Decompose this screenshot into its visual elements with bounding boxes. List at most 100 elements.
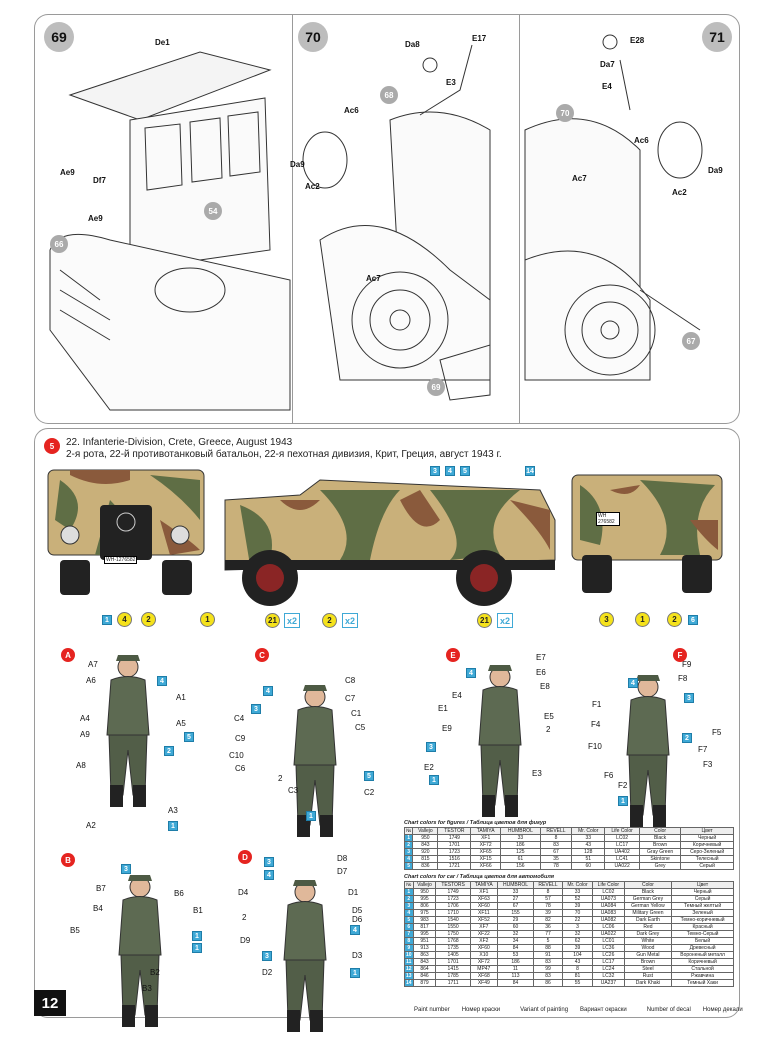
table-cell: UA022 (604, 862, 640, 870)
table-cell: 104 (561, 951, 594, 959)
paint-number: 4 (628, 678, 638, 688)
table-cell: LC24 (592, 965, 625, 973)
paint-number: 1 (618, 796, 628, 806)
table-cell: 817 (412, 923, 437, 931)
part-label: E1 (438, 704, 448, 713)
column-header: TAMIYA (469, 881, 498, 889)
table-cell: 60 (496, 923, 535, 931)
table-cell: 99 (533, 965, 563, 973)
part-label: F6 (604, 771, 614, 780)
table-cell: Red (623, 923, 673, 931)
decal-number: 2 (322, 613, 337, 628)
table-cell: 995 (412, 895, 437, 903)
decal-number: 1 (635, 612, 650, 627)
table-cell: Brown (623, 958, 673, 966)
paint-number: 3 (430, 466, 440, 476)
paint-number: 5 (460, 466, 470, 476)
part-label: 2 (546, 725, 551, 734)
table-cell: 39 (561, 902, 594, 910)
part-label: A9 (80, 730, 90, 739)
part-label: C6 (235, 764, 246, 773)
table-cell: 84 (496, 944, 535, 952)
table-cell: 10 (404, 951, 414, 959)
table-cell: 983 (412, 916, 437, 924)
table-cell: 1768 (435, 937, 471, 945)
table-cell: 5 (403, 862, 414, 870)
table-cell: 27 (496, 895, 535, 903)
table-cell: 78 (533, 902, 563, 910)
table-cell: 55 (561, 979, 594, 987)
table-cell: Вороненый металл (671, 951, 734, 959)
paint-number: 1 (192, 943, 202, 953)
table-cell: 67 (496, 902, 535, 910)
table-cell: 2 (404, 895, 414, 903)
column-header: HUMBROL (496, 881, 535, 889)
table-cell: 1710 (435, 909, 471, 917)
table-cell: 863 (412, 951, 437, 959)
decal-number: 21 (265, 613, 280, 628)
table-cell: LC02 (592, 888, 625, 896)
table-cell: 864 (412, 965, 437, 973)
part-number-circle: 67 (682, 332, 700, 350)
paint-number: 4 (350, 925, 360, 935)
paint-number: 1 (429, 775, 439, 785)
painting-panel (34, 428, 740, 1018)
part-label: C4 (234, 714, 245, 723)
table-cell: 32 (561, 930, 594, 938)
figure-letter-badge: C (255, 648, 269, 662)
table-cell: UA237 (592, 979, 625, 987)
paint-number: 1 (350, 968, 360, 978)
decal-number: 2 (667, 612, 682, 627)
table-cell: Gray Green (638, 848, 682, 856)
table-cell: Стальной (671, 965, 734, 973)
table-cell: White (623, 937, 673, 945)
table-cell: 33 (499, 834, 541, 842)
part-label: Ae9 (60, 168, 75, 177)
figure-letter-badge: E (446, 648, 460, 662)
table-cell: LC06 (592, 923, 625, 931)
table-cell: Темный желтый (671, 902, 734, 910)
paint-number: 3 (426, 742, 436, 752)
table-cell: 8 (533, 888, 563, 896)
table-cell: 4 (404, 909, 414, 917)
part-label: Ac2 (305, 182, 320, 191)
vehicle-views (47, 469, 723, 606)
table-cell: 11 (496, 965, 535, 973)
part-label: E3 (446, 78, 456, 87)
page-number: 12 (34, 990, 66, 1016)
paint-number: 1 (306, 811, 316, 821)
figure-letter-badge: D (238, 850, 252, 864)
table-cell: 70 (561, 909, 594, 917)
table-cell: 1701 (435, 958, 471, 966)
legend-variant-ru: Вариант окраски (580, 1007, 627, 1013)
decal-number: 21 (477, 613, 492, 628)
table-cell: 83 (533, 972, 563, 980)
part-label: E4 (602, 82, 612, 91)
paint-number: 3 (251, 704, 261, 714)
soldier-figure (478, 665, 522, 817)
table-cell: 39 (533, 909, 563, 917)
table-cell: 5 (404, 916, 414, 924)
part-label: C7 (345, 694, 356, 703)
part-label: Da7 (600, 60, 615, 69)
table-cell: XF72 (470, 841, 501, 849)
part-label: A1 (176, 693, 186, 702)
part-label: 2 (278, 774, 283, 783)
figures-chart-caption: Chart colors for figures / Таблица цвето… (404, 820, 547, 826)
table-cell: Brown (638, 841, 682, 849)
decal-number: 3 (599, 612, 614, 627)
part-label: A2 (86, 821, 96, 830)
table-cell: XF60 (469, 902, 498, 910)
variant-title-ru: 2-я рота, 22-й противотанковый батальон,… (66, 449, 502, 460)
part-label: F5 (712, 728, 722, 737)
table-cell: 1 (403, 834, 414, 842)
table-cell: XF65 (470, 848, 501, 856)
